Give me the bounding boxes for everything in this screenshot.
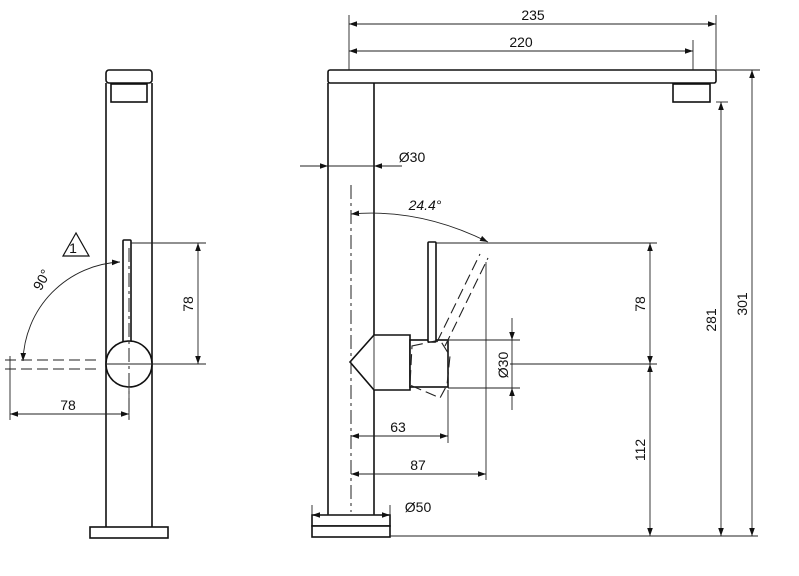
width-220-label: 220 bbox=[509, 34, 533, 50]
height-112-label: 112 bbox=[632, 439, 648, 462]
base-diameter-dim bbox=[311, 505, 391, 518]
front-base-ring bbox=[311, 514, 391, 527]
angle-24-label: 24.4° bbox=[408, 197, 442, 213]
lever-78-right-label: 78 bbox=[632, 296, 648, 312]
front-aerator bbox=[672, 83, 711, 103]
height-dimensions bbox=[390, 69, 760, 537]
side-base bbox=[89, 526, 169, 539]
height-281-label: 281 bbox=[703, 308, 719, 332]
lever-78-left-label: 78 bbox=[180, 296, 196, 312]
side-view bbox=[5, 69, 206, 539]
reach-78-label: 78 bbox=[60, 397, 76, 413]
dist-63-label: 63 bbox=[390, 419, 406, 435]
front-base bbox=[311, 525, 391, 538]
warning-triangle-icon bbox=[61, 231, 91, 257]
angle-90-arc bbox=[20, 259, 121, 362]
horizontal-dimensions bbox=[351, 262, 487, 480]
dist-87-label: 87 bbox=[410, 457, 426, 473]
angle-90-label: 90° bbox=[30, 267, 54, 293]
top-dimensions bbox=[348, 15, 717, 70]
side-head bbox=[105, 69, 153, 84]
cartridge-diameter-dim bbox=[448, 318, 520, 410]
cartridge-diameter-label: Ø30 bbox=[495, 352, 511, 379]
height-301-label: 301 bbox=[734, 292, 750, 316]
cartridge-body bbox=[409, 339, 449, 388]
base-diameter-label: Ø50 bbox=[405, 499, 432, 515]
width-235-label: 235 bbox=[521, 7, 545, 23]
angle-24-arc bbox=[350, 210, 489, 243]
side-aerator bbox=[110, 83, 148, 103]
warning-number: 1 bbox=[69, 240, 77, 256]
column-diameter-label: Ø30 bbox=[399, 149, 426, 165]
spout-arm bbox=[327, 69, 717, 84]
front-lever bbox=[427, 241, 437, 343]
front-view bbox=[311, 69, 717, 538]
cartridge-cone bbox=[348, 334, 411, 391]
